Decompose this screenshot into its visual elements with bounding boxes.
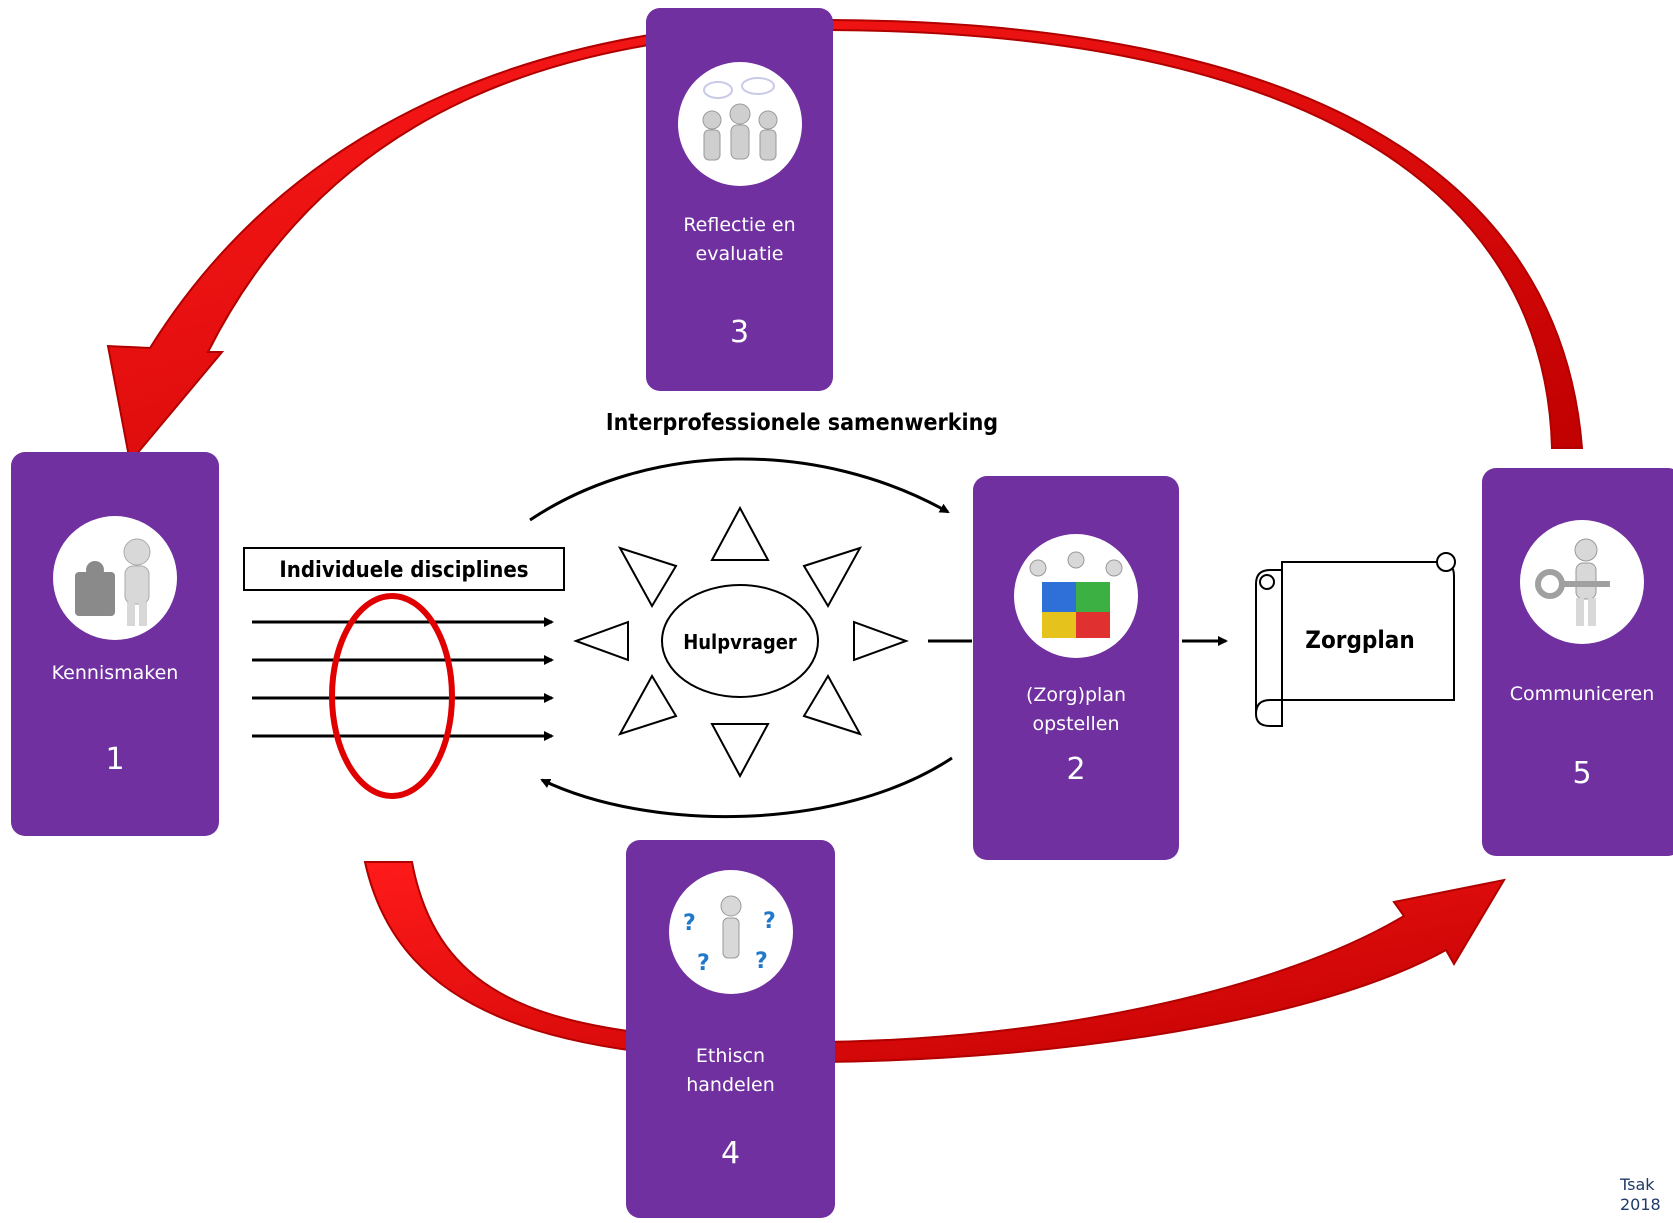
group-people-icon xyxy=(677,62,802,186)
zorgplan-scroll xyxy=(1254,552,1456,727)
key-person-icon xyxy=(1520,520,1644,644)
step-label: Kennismaken xyxy=(51,662,179,684)
credit-text: Tsak 2018 xyxy=(1620,1175,1661,1214)
sun-rays xyxy=(573,505,909,779)
highlight-ellipse xyxy=(329,593,455,799)
step-label: (Zorg)plan opstellen xyxy=(1025,684,1127,735)
puzzle-team-icon xyxy=(1014,534,1138,658)
svg-text:?: ? xyxy=(763,909,776,934)
step-card-zorgplan-opstellen: (Zorg)plan opstellen 2 xyxy=(973,476,1179,860)
step-number: 3 xyxy=(729,315,750,350)
step-card-ethisch-handelen: ?? ?? Ethiscn handelen 4 xyxy=(626,840,835,1218)
step-number: 5 xyxy=(1572,756,1592,791)
svg-text:?: ? xyxy=(683,911,696,936)
step-label: Ethiscn handelen xyxy=(686,1045,775,1096)
step-card-kennismaken: Kennismaken 1 xyxy=(11,452,219,836)
disciplines-box xyxy=(243,547,565,591)
red-arrow-bottom xyxy=(363,861,1507,1064)
svg-text:?: ? xyxy=(697,951,710,976)
red-arrow-top xyxy=(106,18,1584,465)
step-number: 1 xyxy=(105,742,125,777)
disciplines-label: Individuele disciplines xyxy=(279,558,528,583)
step-number: 2 xyxy=(1066,752,1086,787)
svg-text:?: ? xyxy=(755,949,768,974)
return-arrow-bottom xyxy=(540,756,953,819)
puzzle-person-icon xyxy=(53,516,177,640)
question-marks-icon: ?? ?? xyxy=(668,870,793,994)
collaboration-arrow-top xyxy=(529,457,950,522)
collaboration-label: Interprofessionele samenwerking xyxy=(606,410,998,436)
discipline-arrows xyxy=(252,617,554,741)
step-label: Reflectie en evaluatie xyxy=(683,214,796,265)
zorgplan-label: Zorgplan xyxy=(1305,626,1414,654)
client-ellipse xyxy=(661,584,819,698)
step-card-reflectie: Reflectie en evaluatie 3 xyxy=(646,8,833,391)
step-label: Communiceren xyxy=(1509,683,1655,705)
client-label: Hulpvrager xyxy=(683,630,797,654)
step-number: 4 xyxy=(720,1136,741,1171)
step-card-communiceren: Communiceren 5 xyxy=(1482,468,1673,856)
